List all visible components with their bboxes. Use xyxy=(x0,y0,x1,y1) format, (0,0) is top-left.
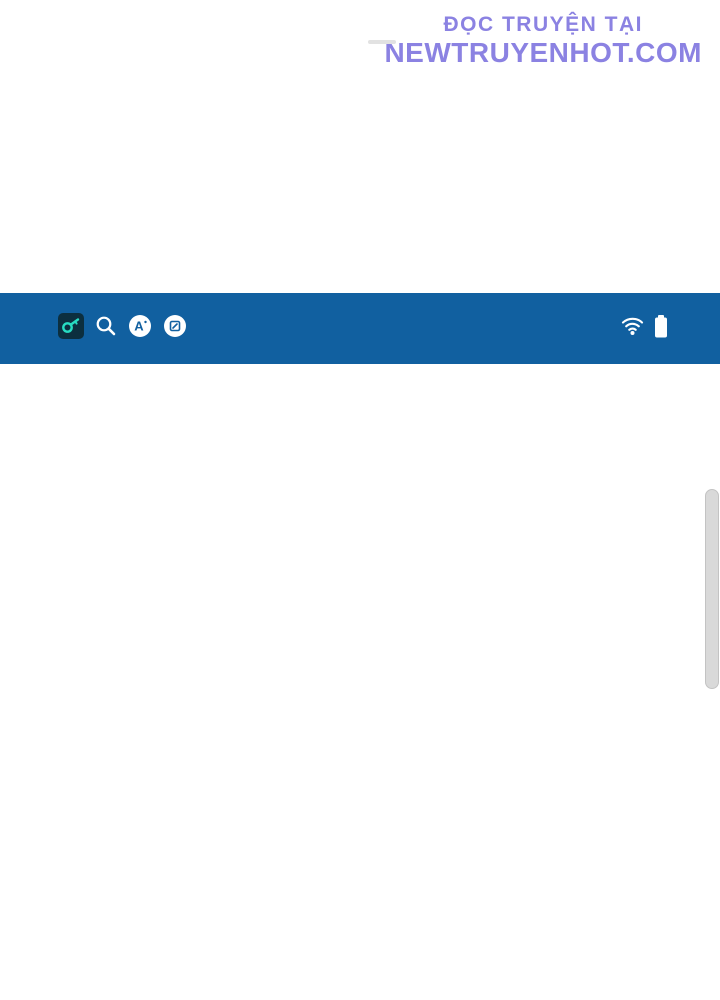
translate-icon: A xyxy=(128,314,152,343)
battery-icon xyxy=(654,314,668,343)
screenshot-icon xyxy=(163,314,187,343)
wifi-icon xyxy=(620,316,645,341)
svg-text:A: A xyxy=(134,319,144,334)
status-bar-left-icons: A xyxy=(58,313,187,344)
watermark-line1: ĐỌC TRUYỆN TẠI xyxy=(443,13,643,36)
watermark-line2: NEWTRUYENHOT.COM xyxy=(384,37,702,69)
scrollbar-thumb[interactable] xyxy=(705,489,719,689)
android-status-bar: A xyxy=(0,293,720,364)
scan-artifact xyxy=(368,40,396,44)
search-icon xyxy=(95,315,117,342)
status-bar-right-icons xyxy=(620,314,668,343)
app-icon xyxy=(58,313,84,344)
site-watermark: ĐỌC TRUYỆN TẠI NEWTRUYENHOT.COM xyxy=(384,13,702,69)
